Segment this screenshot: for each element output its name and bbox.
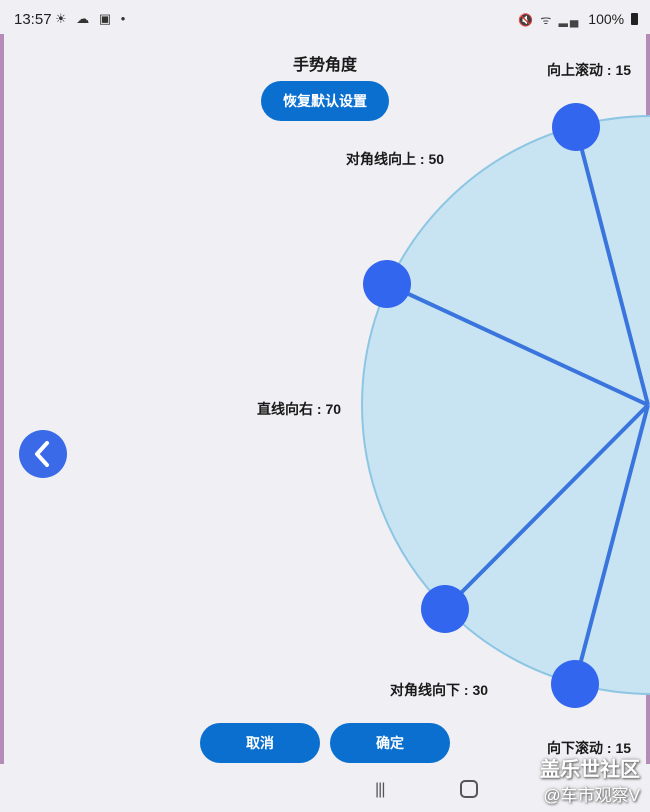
battery-level: 100%: [588, 11, 625, 27]
gesture-value: 15: [615, 62, 632, 78]
gesture-name: 对角线向下: [390, 682, 460, 698]
mute-wifi-signal-icon: 🔇 ᯤ ▂▄: [518, 13, 581, 27]
watermark-community: 盖乐世社区: [540, 759, 640, 781]
angle-line-scroll-down: [573, 404, 650, 685]
status-bar: 13:57 ☀ ☁ ▣ • 🔇 ᯤ ▂▄ 100%: [0, 0, 650, 38]
gesture-name: 向下滚动: [547, 740, 603, 756]
angle-line-scroll-up: [574, 126, 650, 406]
cancel-button[interactable]: 取消: [200, 723, 320, 763]
confirm-button[interactable]: 确定: [330, 723, 450, 763]
back-button[interactable]: [19, 430, 67, 478]
chevron-left-icon: [35, 441, 49, 467]
label-separator: :: [603, 740, 616, 756]
label-separator: :: [313, 401, 326, 417]
navigation-bar: |||: [0, 772, 650, 812]
label-separator: :: [460, 682, 473, 698]
watermark-author: @车市观察V: [543, 786, 640, 805]
gesture-value: 70: [325, 401, 342, 417]
gesture-value: 30: [472, 682, 489, 698]
label-diagonal-down: 对角线向下 : 30: [390, 680, 488, 700]
gesture-area: [361, 115, 650, 695]
battery-icon: [631, 13, 638, 25]
reset-defaults-button[interactable]: 恢复默认设置: [261, 81, 389, 121]
label-diagonal-up: 对角线向上 : 50: [346, 149, 444, 169]
notification-icons: ☀ ☁ ▣ •: [55, 11, 129, 26]
gesture-value: 50: [428, 151, 445, 167]
left-edge-panel-indicator: [0, 34, 4, 764]
status-time: 13:57: [14, 11, 52, 28]
label-scroll-down: 向下滚动 : 15: [547, 738, 631, 758]
handle-diagonal-down[interactable]: [421, 585, 469, 633]
gesture-value: 15: [615, 740, 632, 756]
gesture-name: 直线向右: [257, 401, 313, 417]
label-separator: :: [603, 62, 616, 78]
status-right: 🔇 ᯤ ▂▄ 100%: [518, 11, 638, 28]
angle-line-diagonal-down: [443, 403, 650, 611]
page-title: 手势角度: [292, 57, 357, 74]
gesture-name: 对角线向上: [346, 151, 416, 167]
home-icon[interactable]: [460, 780, 478, 798]
handle-diagonal-up[interactable]: [363, 260, 411, 308]
gesture-name: 向上滚动: [547, 62, 603, 78]
handle-scroll-down[interactable]: [551, 660, 599, 708]
recent-apps-icon[interactable]: |||: [375, 781, 386, 798]
label-separator: :: [416, 151, 429, 167]
label-scroll-up: 向上滚动 : 15: [547, 60, 631, 80]
handle-scroll-up[interactable]: [552, 103, 600, 151]
angle-line-diagonal-up: [386, 282, 649, 407]
label-straight-right: 直线向右 : 70: [257, 399, 341, 419]
